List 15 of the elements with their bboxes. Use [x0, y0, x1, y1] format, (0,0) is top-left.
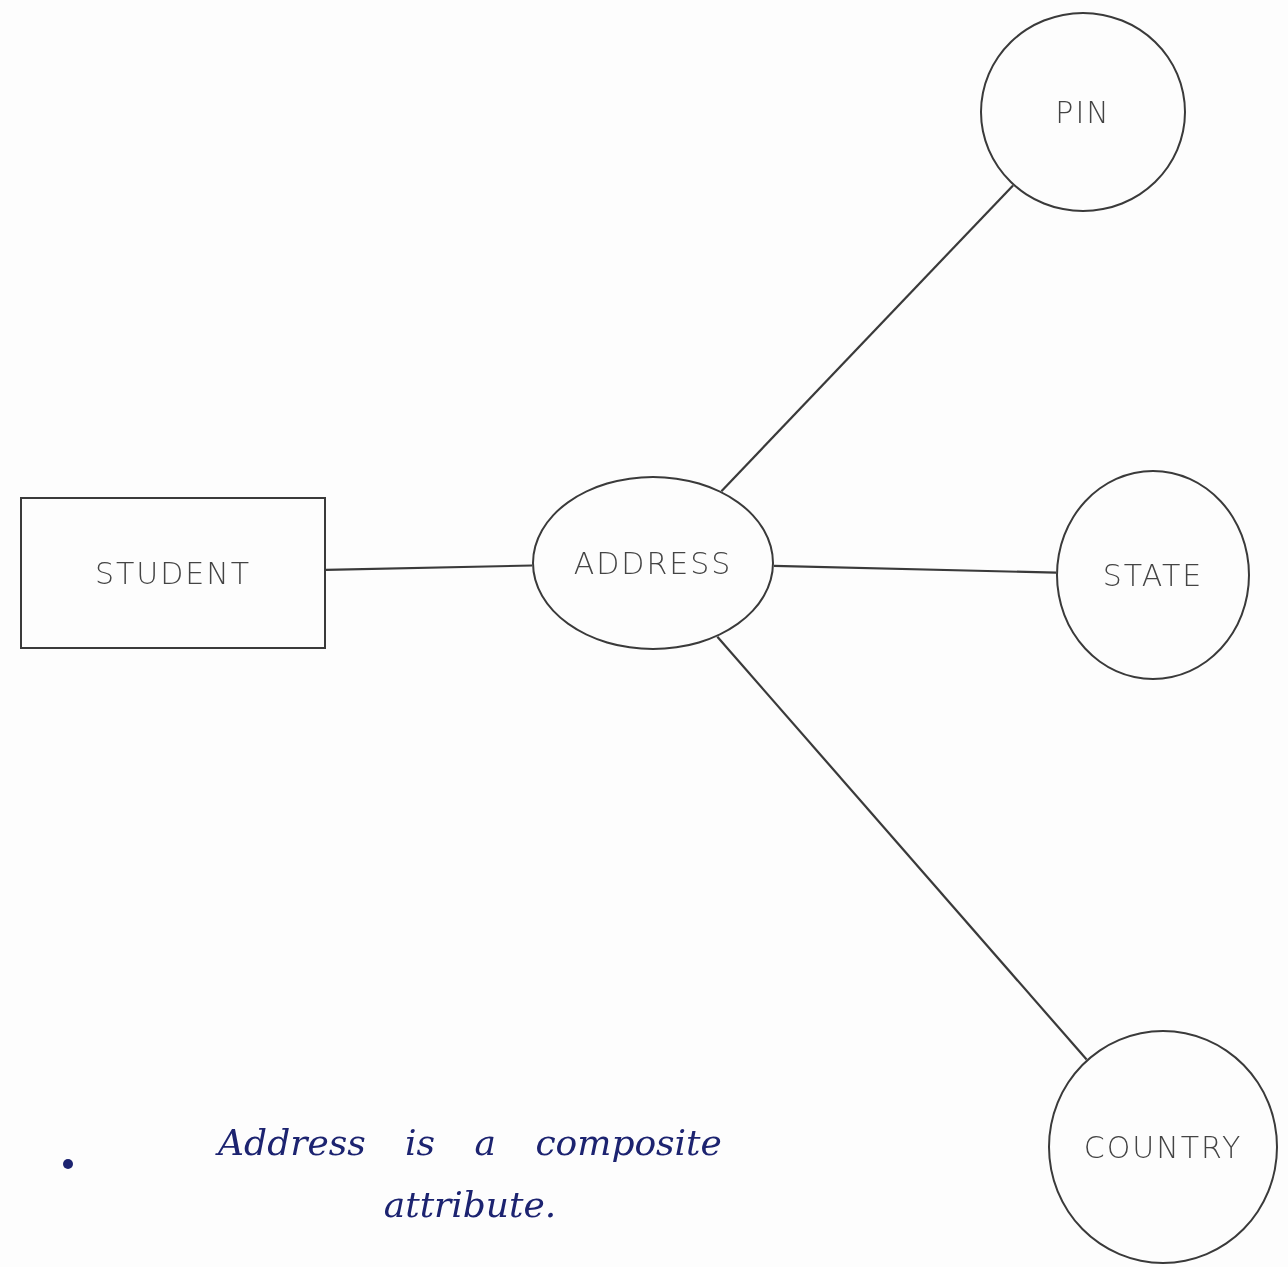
attribute-circle — [1048, 1030, 1278, 1264]
attribute-circle — [980, 12, 1186, 212]
node-label: STATE — [1102, 557, 1204, 593]
connector-line — [773, 564, 1057, 574]
node-label: ADDRESS — [573, 545, 733, 581]
attribute-ellipse — [532, 476, 774, 650]
attribute-circle — [1056, 470, 1250, 680]
node-label: COUNTRY — [1083, 1129, 1243, 1165]
connector-line — [325, 564, 533, 571]
entity-box — [20, 497, 326, 649]
connector-line — [716, 635, 1088, 1061]
node-label: STUDENT — [94, 555, 252, 591]
connector-line — [720, 184, 1014, 492]
note-text: Address is a composite attribute. — [130, 1112, 810, 1236]
node-label: PIN — [1055, 94, 1111, 130]
